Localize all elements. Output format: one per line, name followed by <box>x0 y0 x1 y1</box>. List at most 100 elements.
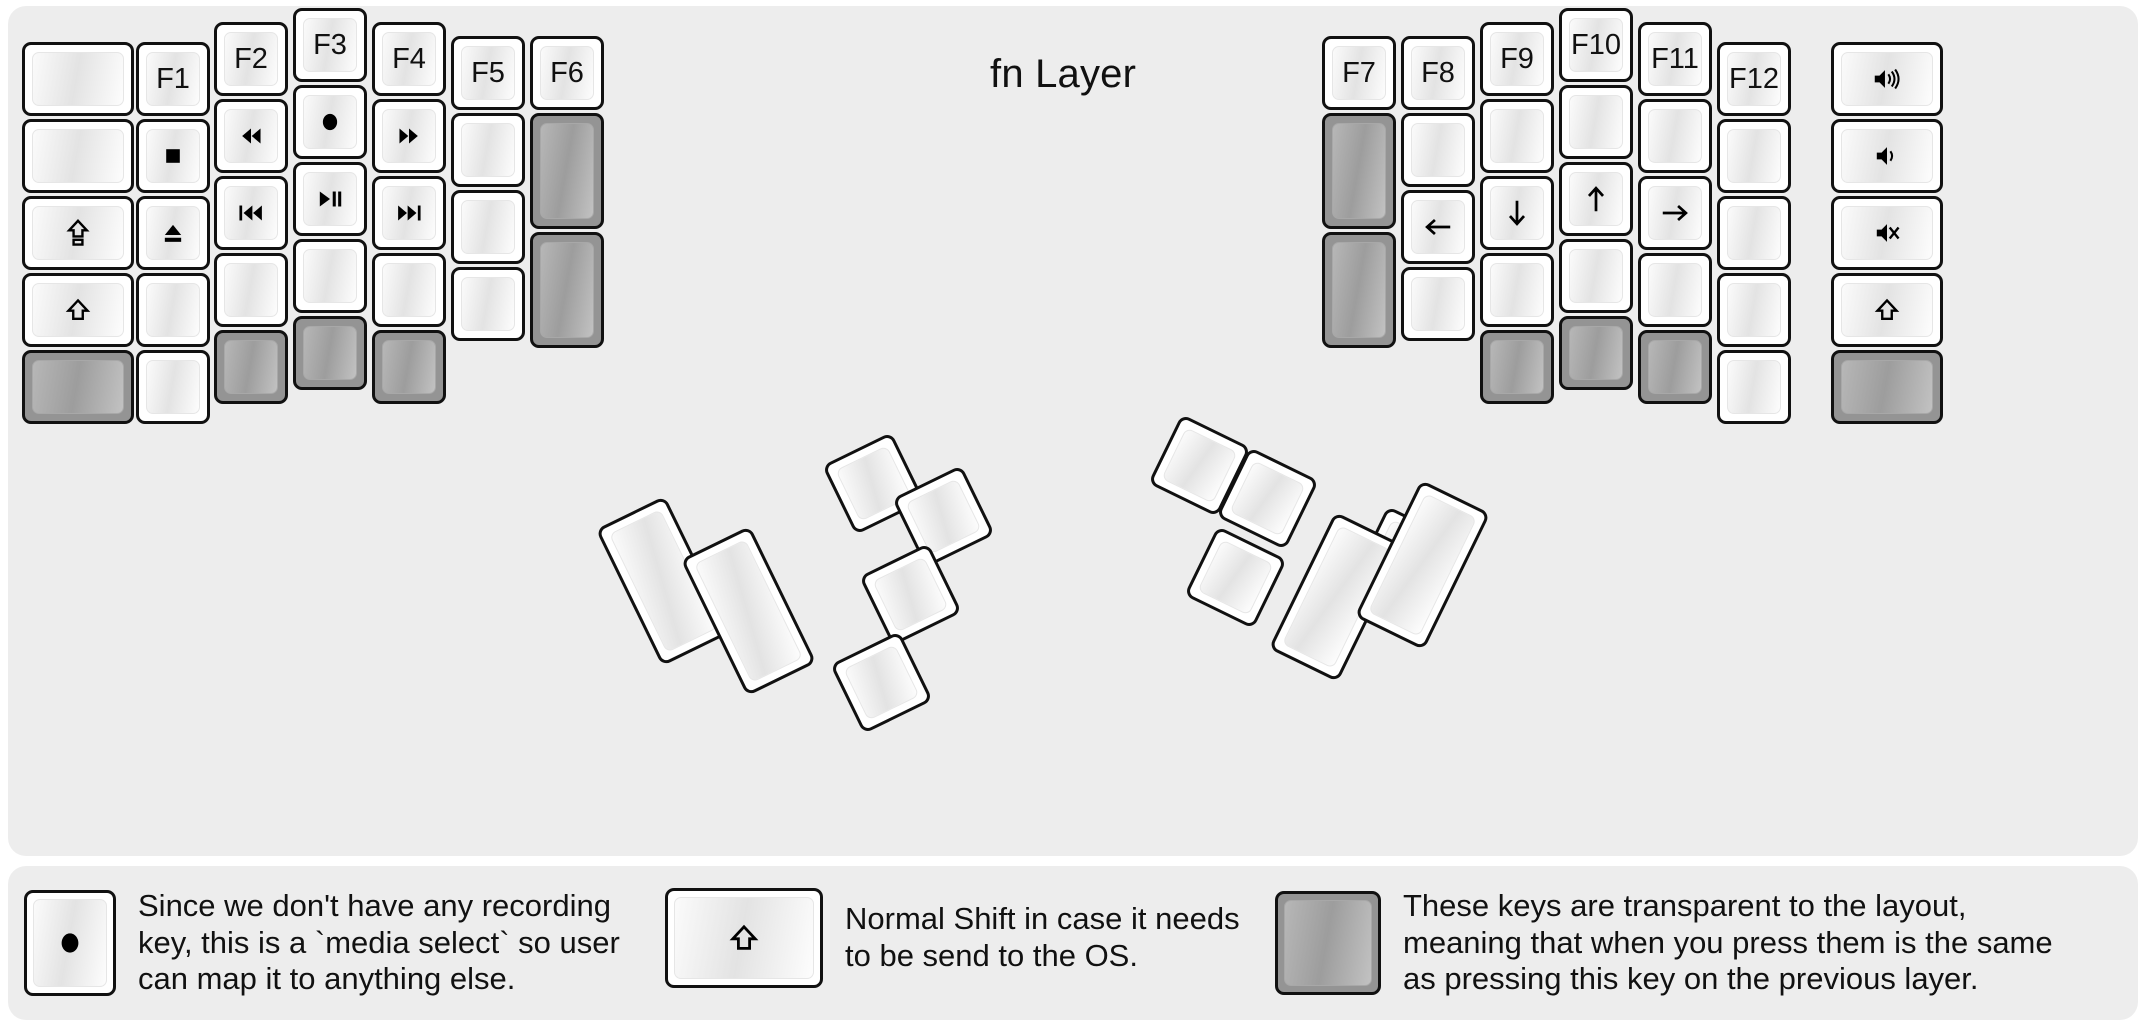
keycap-face <box>382 109 436 163</box>
keycap-face <box>32 360 124 414</box>
keycap-face <box>1284 899 1372 986</box>
key-right-index-4[interactable] <box>1480 253 1554 327</box>
key-left-pinky-outer-1[interactable] <box>22 42 134 116</box>
key-right-ring-4[interactable] <box>1638 253 1712 327</box>
key-left-pinky-4[interactable] <box>136 273 210 347</box>
key-right-index-3[interactable] <box>1480 176 1554 250</box>
key-right-pinky-outer-4[interactable] <box>1831 273 1943 347</box>
key-right-pinky-outer-2[interactable] <box>1831 119 1943 193</box>
key-right-middle-4[interactable] <box>1559 239 1633 313</box>
key-left-index-2[interactable] <box>372 99 446 173</box>
key-right-index-inner-2[interactable] <box>1401 113 1475 187</box>
key-right-pinky-4[interactable] <box>1717 273 1791 347</box>
key-left-middle-3[interactable] <box>293 162 367 236</box>
key-left-pinky-1[interactable]: F1 <box>136 42 210 116</box>
key-left-index-5[interactable] <box>372 330 446 404</box>
keycap-face: F4 <box>382 32 436 86</box>
key-left-ring-3[interactable] <box>214 176 288 250</box>
keycap-face: F1 <box>146 52 200 106</box>
keycap-face <box>382 186 436 240</box>
key-right-ring-2[interactable] <box>1638 99 1712 173</box>
key-left-pinky-outer-3[interactable] <box>22 196 134 270</box>
key-left-inner-extra-2[interactable] <box>530 113 604 229</box>
key-left-middle-5[interactable] <box>293 316 367 390</box>
page-title: fn Layer <box>990 52 1137 96</box>
keycap-face <box>1727 360 1781 414</box>
legend-sample-key-1 <box>24 889 116 996</box>
key-right-pinky-1[interactable]: F12 <box>1717 42 1791 116</box>
key-label: F2 <box>234 42 268 75</box>
rewind-icon <box>234 119 268 153</box>
keycap-face <box>1161 427 1238 504</box>
legend-sample-key-2 <box>665 888 823 988</box>
key-right-pinky-3[interactable] <box>1717 196 1791 270</box>
key-left-middle-1[interactable]: F3 <box>293 8 367 82</box>
key-right-index-2[interactable] <box>1480 99 1554 173</box>
keycap-face <box>1727 206 1781 260</box>
key-left-ring-4[interactable] <box>214 253 288 327</box>
key-right-index-inner-3[interactable] <box>1401 190 1475 264</box>
key-label: F12 <box>1729 62 1779 95</box>
key-right-inner-extra-1[interactable]: F7 <box>1322 36 1396 110</box>
key-label: F5 <box>471 56 505 89</box>
keycap-face <box>224 263 278 317</box>
key-left-middle-2[interactable] <box>293 85 367 159</box>
key-right-middle-5[interactable] <box>1559 316 1633 390</box>
keycap-face <box>1569 326 1623 380</box>
key-left-index-inner-4[interactable] <box>451 267 525 341</box>
key-left-pinky-outer-5[interactable] <box>22 350 134 424</box>
key-right-ring-1[interactable]: F11 <box>1638 22 1712 96</box>
key-left-pinky-outer-4[interactable] <box>22 273 134 347</box>
key-right-index-1[interactable]: F9 <box>1480 22 1554 96</box>
key-right-pinky-outer-1[interactable] <box>1831 42 1943 116</box>
key-right-index-5[interactable] <box>1480 330 1554 404</box>
key-left-pinky-3[interactable] <box>136 196 210 270</box>
keycap-face <box>1411 277 1465 331</box>
key-right-index-inner-4[interactable] <box>1401 267 1475 341</box>
keycap-face <box>1648 263 1702 317</box>
key-left-index-inner-2[interactable] <box>451 113 525 187</box>
record-icon <box>50 923 90 963</box>
key-right-pinky-outer-5[interactable] <box>1831 350 1943 424</box>
key-left-pinky-outer-2[interactable] <box>22 119 134 193</box>
key-left-pinky-5[interactable] <box>136 350 210 424</box>
key-left-index-inner-1[interactable]: F5 <box>451 36 525 110</box>
key-right-middle-3[interactable] <box>1559 162 1633 236</box>
keycap-face <box>303 172 357 226</box>
keycap-face <box>1648 186 1702 240</box>
keycap-face <box>303 95 357 149</box>
keycap-face <box>303 249 357 303</box>
key-left-middle-4[interactable] <box>293 239 367 313</box>
key-right-index-inner-1[interactable]: F8 <box>1401 36 1475 110</box>
key-label: F4 <box>392 42 426 75</box>
key-right-ring-3[interactable] <box>1638 176 1712 250</box>
key-left-inner-extra-3[interactable] <box>530 232 604 348</box>
keycap-face <box>1648 109 1702 163</box>
keycap-face <box>1332 242 1386 338</box>
key-right-pinky-2[interactable] <box>1717 119 1791 193</box>
key-left-ring-5[interactable] <box>214 330 288 404</box>
key-left-index-3[interactable] <box>372 176 446 250</box>
key-left-ring-2[interactable] <box>214 99 288 173</box>
key-label: F1 <box>156 62 190 95</box>
key-right-inner-extra-3[interactable] <box>1322 232 1396 348</box>
key-right-ring-5[interactable] <box>1638 330 1712 404</box>
key-right-middle-2[interactable] <box>1559 85 1633 159</box>
shift-icon <box>724 918 764 958</box>
record-icon <box>313 105 347 139</box>
key-right-middle-1[interactable]: F10 <box>1559 8 1633 82</box>
key-left-pinky-2[interactable] <box>136 119 210 193</box>
key-left-ring-1[interactable]: F2 <box>214 22 288 96</box>
keycap-face <box>32 206 124 260</box>
key-right-pinky-outer-3[interactable] <box>1831 196 1943 270</box>
key-right-inner-extra-2[interactable] <box>1322 113 1396 229</box>
keycap-face <box>1569 249 1623 303</box>
key-left-index-inner-3[interactable] <box>451 190 525 264</box>
key-left-inner-extra-1[interactable]: F6 <box>530 36 604 110</box>
key-left-index-4[interactable] <box>372 253 446 327</box>
next-track-icon <box>392 196 426 230</box>
volume-up-icon <box>1870 62 1904 96</box>
key-right-pinky-5[interactable] <box>1717 350 1791 424</box>
key-left-index-1[interactable]: F4 <box>372 22 446 96</box>
keycap-face: F12 <box>1727 52 1781 106</box>
